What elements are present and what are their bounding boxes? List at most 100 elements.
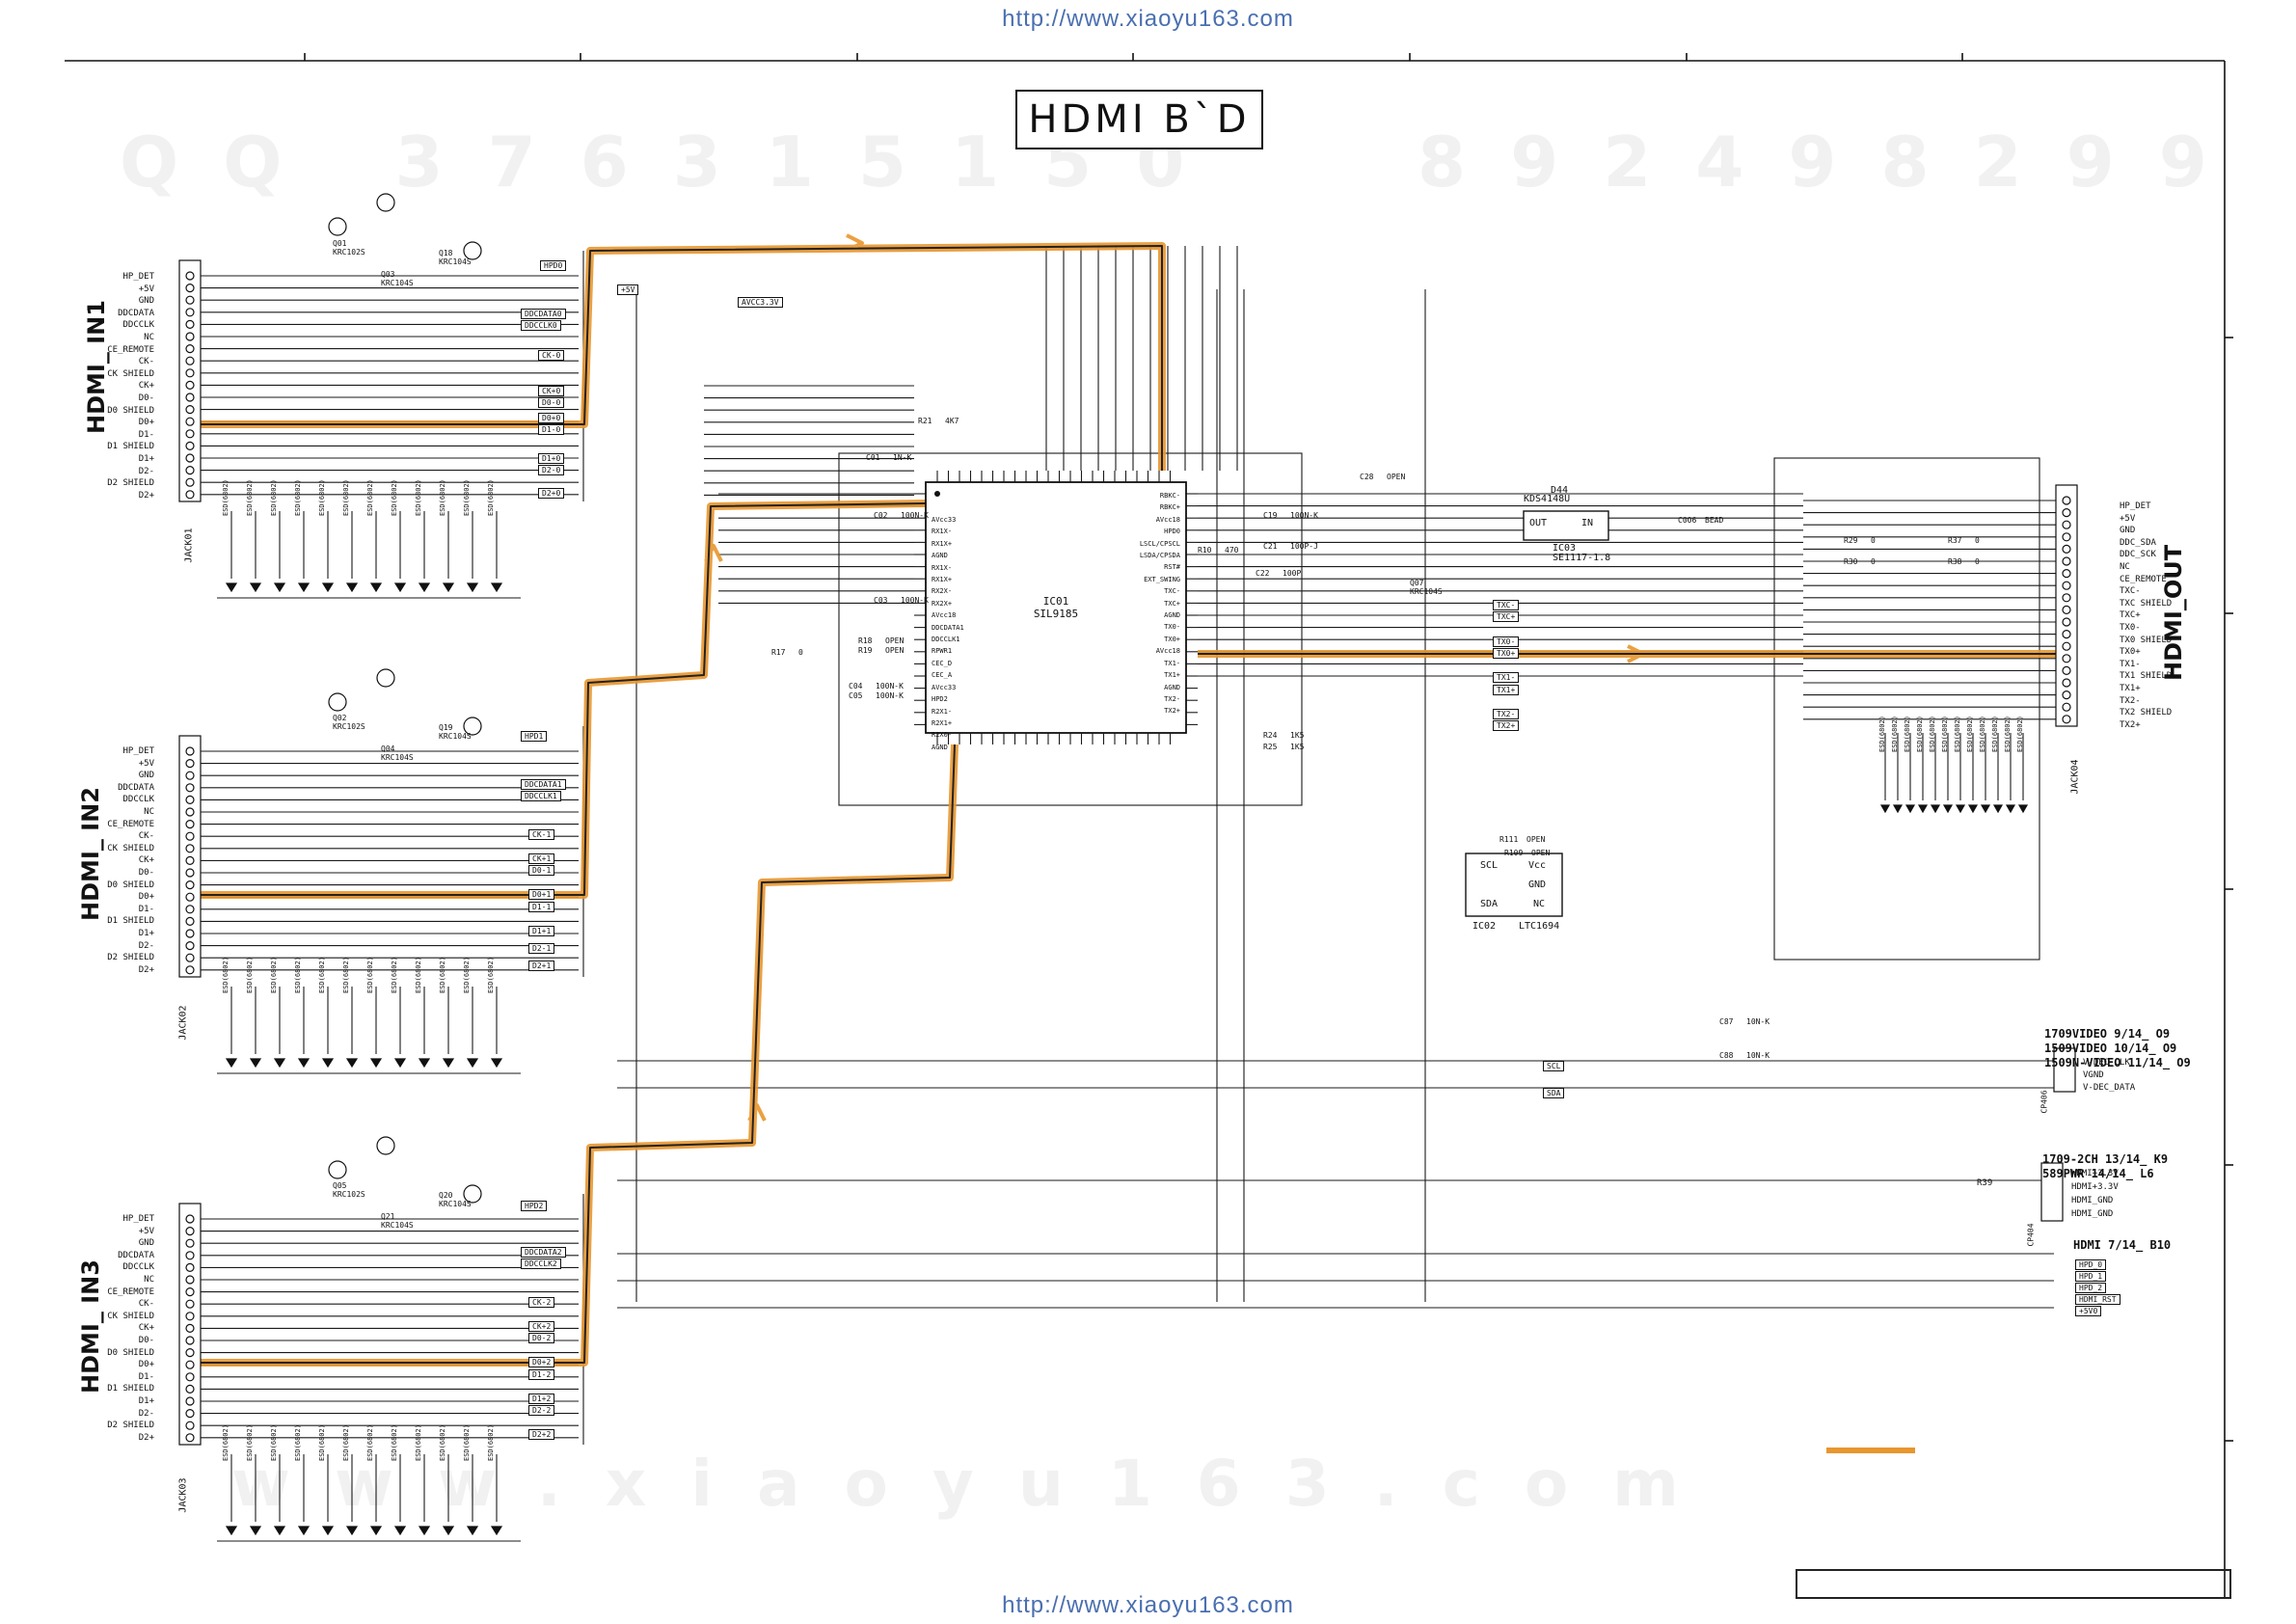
ic-pin-label: LSCL/CPSCL — [1139, 539, 1180, 548]
hdmi-flag: HPD_1 — [2075, 1271, 2107, 1282]
power-pin-0: HDMI+3.3V — [2071, 1169, 2119, 1178]
pin-label: GND — [138, 296, 154, 307]
jack-out-pin — [2062, 496, 2071, 505]
net-flag: D2+2 — [528, 1429, 555, 1440]
esd-label: ESD(6802) — [1991, 716, 1999, 752]
jack-pin — [185, 1214, 195, 1224]
esd-diode — [466, 582, 479, 593]
passive-value: BEAD — [1705, 516, 1724, 525]
transistor-part: KRC104S — [439, 1200, 472, 1208]
transistor-ref: Q01 — [333, 239, 347, 248]
transistor-part: KRC102S — [333, 1190, 365, 1199]
jack-pin — [185, 855, 195, 866]
transistor-symbol — [328, 1160, 347, 1179]
esd-diode — [442, 1058, 455, 1069]
jack-out-pin — [2062, 702, 2071, 712]
jack-pin — [185, 1336, 195, 1345]
esd-diode — [345, 1058, 359, 1069]
net-flag: TXC+ — [1493, 611, 1520, 622]
net-flag: CK+1 — [528, 853, 555, 864]
net-flag: CK+0 — [538, 386, 565, 396]
passive-value: 1N-K — [893, 453, 912, 462]
esd-diode — [490, 1526, 503, 1536]
ic-pin-label: TX1- — [1164, 659, 1180, 667]
jack-pin — [185, 819, 195, 829]
jack-out-pin — [2062, 507, 2071, 518]
pin-label: CK+ — [138, 1323, 154, 1334]
highlight-path-cores — [201, 245, 2056, 1364]
net-flag: CK-2 — [528, 1297, 555, 1308]
jack-pin — [185, 319, 195, 329]
jack-pin — [185, 953, 195, 962]
pin-label: CK SHIELD — [107, 1311, 154, 1321]
transistor-part: KRC104S — [381, 279, 414, 287]
jack-pin — [185, 1275, 195, 1285]
net-flag: D0+1 — [528, 889, 555, 900]
net-flag: D2-1 — [528, 943, 555, 954]
video-pin-2: V-DEC_DATA — [2083, 1083, 2136, 1093]
jack-pin — [185, 429, 195, 439]
passive-value: 100N-K — [1290, 511, 1318, 520]
esd-diode — [249, 1058, 262, 1069]
ic-pin-label: TXC- — [1164, 587, 1180, 596]
esd-diode-out — [2017, 804, 2029, 814]
jack-out-pin — [2062, 568, 2071, 579]
url-top[interactable]: http://www.xiaoyu163.com — [1002, 6, 1294, 32]
esd-label: ESD(6802) — [463, 1424, 471, 1461]
esd-label: ESD(6802) — [222, 479, 230, 516]
pin-label: GND — [138, 771, 154, 781]
ic-pin-label: RX2X- — [932, 587, 953, 596]
pin-label: GND — [2120, 526, 2136, 536]
watermark-phone: 892498299 — [1418, 122, 2252, 203]
pin-label: +5V — [2120, 513, 2136, 524]
pin-label: TX0+ — [2120, 647, 2141, 658]
esd-label: ESD(6802) — [318, 479, 326, 516]
passive-value: 4K7 — [945, 417, 959, 425]
jack-out-pin — [2062, 678, 2071, 688]
passive-value: 10N-K — [1746, 1017, 1770, 1026]
esd-label: ESD(6802) — [342, 957, 350, 993]
jack-pin — [185, 1421, 195, 1430]
jack-pin — [185, 441, 195, 450]
hdmi-flag: HDMI_RST — [2075, 1294, 2120, 1305]
passive-ref: C28 — [1360, 473, 1374, 481]
pin-label: D2- — [138, 940, 154, 951]
pin-label: D0- — [138, 867, 154, 878]
url-bottom[interactable]: http://www.xiaoyu163.com — [1002, 1592, 1294, 1618]
jack-pin — [185, 758, 195, 769]
esd-label: ESD(6802) — [366, 479, 374, 516]
ic-pin-label: AVcc18 — [1155, 647, 1180, 656]
jack-pin — [185, 965, 195, 975]
pin-label: D1- — [138, 904, 154, 914]
passive-ref: R25 — [1263, 743, 1278, 751]
jack-pin — [185, 466, 195, 475]
pin-label: CE_REMOTE — [2120, 574, 2167, 584]
jack-pin — [185, 892, 195, 902]
passive-ref: C05 — [849, 691, 863, 700]
net-flag: SCL — [1543, 1061, 1565, 1071]
esd-diode-out — [1930, 804, 1941, 814]
highlight-path-core — [201, 502, 927, 896]
net-flag: +5V — [617, 284, 639, 295]
pin-label: TX0- — [2120, 622, 2141, 633]
net-flag: D1-1 — [528, 902, 555, 912]
pin-label: CE_REMOTE — [107, 1286, 154, 1297]
video-pin-1: VGND — [2083, 1070, 2104, 1080]
ic03-part: SE1117-1.8 — [1553, 553, 1611, 563]
esd-diode — [273, 1526, 286, 1536]
passive-value: 470 — [1225, 546, 1239, 555]
net-flag: D0-0 — [538, 397, 565, 408]
net-flag: DDCDATA0 — [521, 309, 566, 319]
ic-pin-label: HPD0 — [1164, 528, 1180, 536]
pin-label: D0 SHIELD — [107, 1347, 154, 1358]
ic-pin-label: RX1X+ — [932, 576, 953, 584]
ic-pin-label: TX2+ — [1164, 707, 1180, 716]
passive-value: OPEN — [885, 646, 905, 655]
jack-pin — [185, 308, 195, 317]
ic-pin-label: R2X1- — [932, 707, 953, 716]
esd-label: ESD(6802) — [487, 479, 495, 516]
page-title: HDMI B`D — [1015, 90, 1263, 149]
passive-ref: R29 — [1844, 536, 1858, 545]
passive-value: 100N-K — [901, 511, 929, 520]
